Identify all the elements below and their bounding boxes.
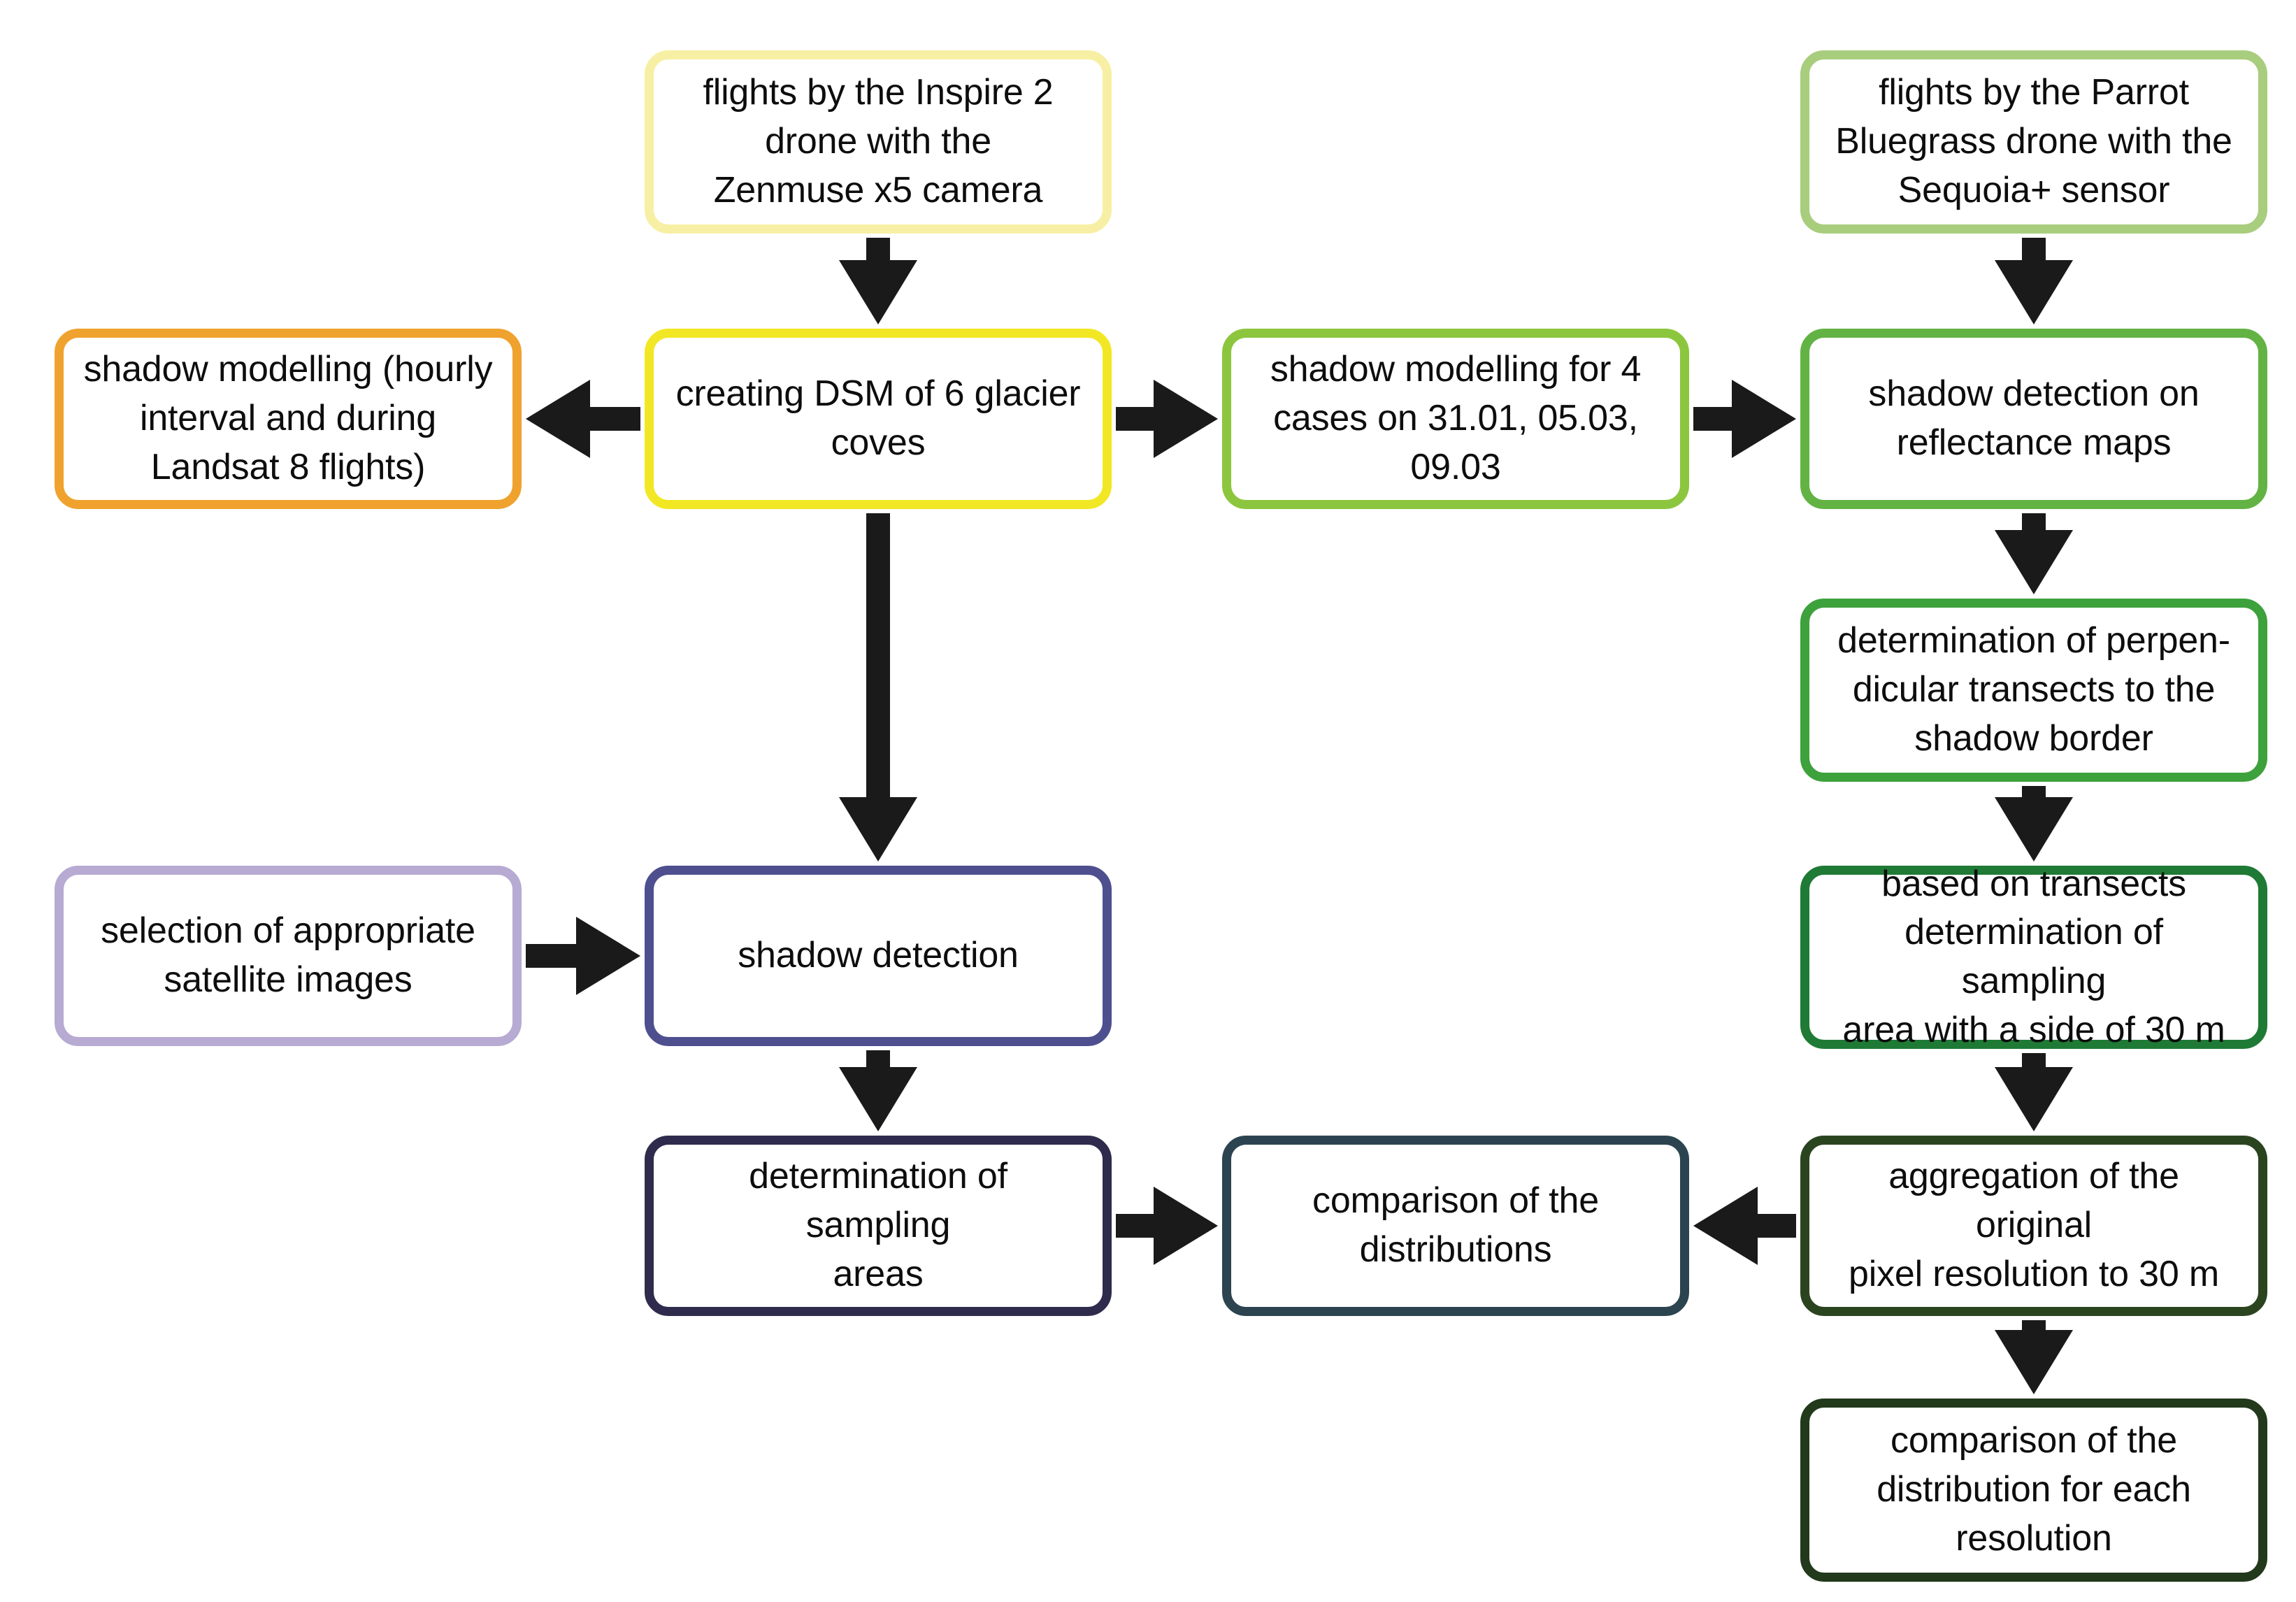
flow-node-label: comparison of the distribution for each …: [1877, 1420, 2191, 1559]
arrow-cases-to-reflectance: [1693, 380, 1796, 458]
flow-node-selection-satellite-images[interactable]: selection of appropriate satellite image…: [55, 866, 522, 1046]
flow-node-label: shadow detection: [738, 935, 1019, 976]
arrow-sampling-30m-to-aggregation: [1995, 1053, 2073, 1131]
arrow-satellite-to-shadow-detection: [526, 917, 640, 995]
flow-node-label: shadow modelling (hourly interval and du…: [83, 349, 493, 487]
arrow-transects-to-sampling-30m: [1995, 786, 2073, 861]
flow-node-perpendicular-transects[interactable]: determination of perpen- dicular transec…: [1800, 599, 2267, 782]
flow-node-shadow-detection[interactable]: shadow detection: [645, 866, 1112, 1046]
flow-node-label: shadow detection on reflectance maps: [1868, 373, 2200, 463]
flow-node-label: comparison of the distributions: [1312, 1180, 1599, 1270]
arrow-aggregation-to-comparison: [1693, 1187, 1796, 1265]
arrow-aggregation-to-comparison-resolution: [1995, 1320, 2073, 1394]
flow-node-label: flights by the Inspire 2 drone with the …: [703, 72, 1054, 210]
arrow-parrot-to-shadow-detection-reflectance: [1995, 238, 2073, 324]
arrow-dsm-to-shadow-modelling-hourly: [526, 380, 640, 458]
arrow-reflectance-to-transects: [1995, 513, 2073, 594]
flow-node-label: aggregation of the original pixel resolu…: [1849, 1156, 2219, 1294]
flow-node-shadow-detection-reflectance[interactable]: shadow detection on reflectance maps: [1800, 329, 2267, 509]
flow-node-shadow-modelling-cases[interactable]: shadow modelling for 4 cases on 31.01, 0…: [1222, 329, 1689, 509]
flow-node-shadow-modelling-hourly[interactable]: shadow modelling (hourly interval and du…: [55, 329, 522, 509]
flow-node-sampling-area-30m[interactable]: based on transects determination of samp…: [1800, 864, 2267, 1050]
flow-node-label: flights by the Parrot Bluegrass drone wi…: [1835, 72, 2232, 210]
arrow-sampling-areas-to-comparison: [1116, 1187, 1218, 1265]
flow-node-label: based on transects determination of samp…: [1842, 863, 2225, 1050]
flow-node-parrot-flights[interactable]: flights by the Parrot Bluegrass drone wi…: [1800, 50, 2267, 234]
flow-node-label: determination of sampling areas: [749, 1156, 1007, 1294]
flow-node-determination-sampling-areas[interactable]: determination of sampling areas: [645, 1136, 1112, 1316]
arrow-inspire-to-dsm: [839, 238, 917, 324]
flow-node-comparison-distributions[interactable]: comparison of the distributions: [1222, 1136, 1689, 1316]
flow-node-label: determination of perpen- dicular transec…: [1837, 620, 2230, 759]
flow-node-label: shadow modelling for 4 cases on 31.01, 0…: [1270, 349, 1642, 487]
flow-node-inspire-flights[interactable]: flights by the Inspire 2 drone with the …: [645, 50, 1112, 234]
flow-node-aggregation-pixel-30m[interactable]: aggregation of the original pixel resolu…: [1800, 1136, 2267, 1316]
arrow-dsm-to-shadow-modelling-cases: [1116, 380, 1218, 458]
flow-node-creating-dsm[interactable]: creating DSM of 6 glacier coves: [645, 329, 1112, 509]
flow-node-label: creating DSM of 6 glacier coves: [675, 373, 1081, 463]
arrow-dsm-down-to-shadow-detection: [839, 513, 917, 861]
arrow-shadow-detection-to-sampling-areas: [839, 1050, 917, 1131]
flow-node-comparison-distribution-resolution[interactable]: comparison of the distribution for each …: [1800, 1399, 2267, 1582]
flow-node-label: selection of appropriate satellite image…: [101, 910, 475, 1000]
